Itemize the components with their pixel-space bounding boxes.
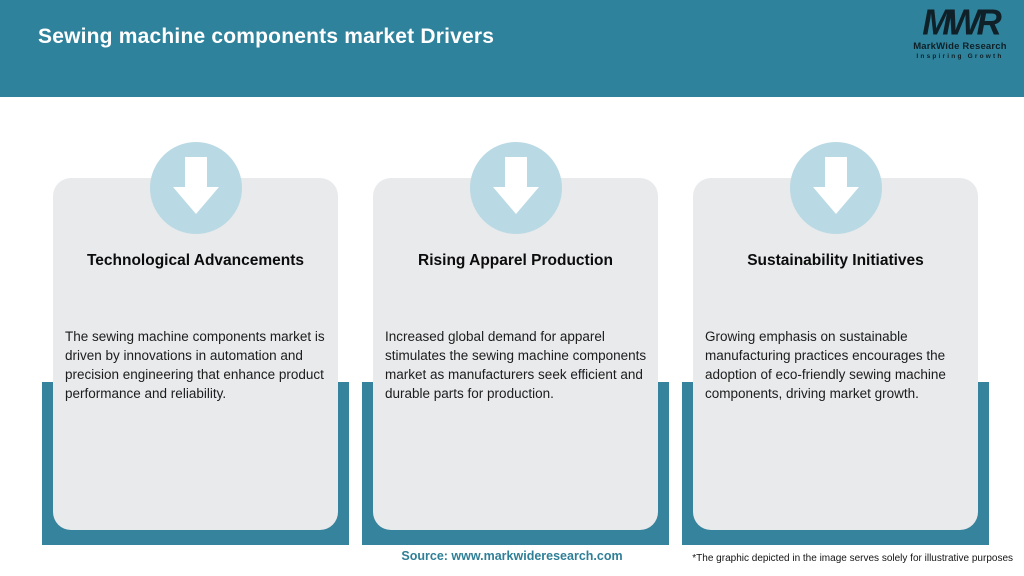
down-arrow-icon bbox=[172, 157, 219, 214]
driver-card-sustainability-initiatives: Sustainability Initiatives Growing empha… bbox=[682, 142, 989, 545]
card-title: Rising Apparel Production bbox=[418, 252, 613, 269]
page-title: Sewing machine components market Drivers bbox=[38, 25, 495, 48]
driver-card-rising-apparel-production: Rising Apparel Production Increased glob… bbox=[362, 142, 669, 545]
down-arrow-badge bbox=[149, 142, 242, 234]
disclaimer-text: *The graphic depicted in the image serve… bbox=[692, 553, 1013, 564]
logo-mark-icon: MWR bbox=[922, 2, 1001, 43]
header-bar: Sewing machine components market Drivers… bbox=[0, 0, 1024, 97]
markwide-research-logo: MWR MarkWide Research Inspiring Growth bbox=[908, 2, 1012, 60]
source-text: Source: www.markwideresearch.com bbox=[401, 549, 623, 563]
card-body-text: Growing emphasis on sustainable manufact… bbox=[705, 329, 946, 401]
card-body-text: The sewing machine components market is … bbox=[65, 329, 325, 401]
card-panel: Sustainability Initiatives Growing empha… bbox=[693, 178, 978, 530]
down-arrow-icon bbox=[812, 157, 859, 214]
logo-tagline: Inspiring Growth bbox=[916, 52, 1004, 60]
card-panel: Technological Advancements The sewing ma… bbox=[53, 178, 338, 530]
card-title: Technological Advancements bbox=[86, 252, 305, 269]
driver-card-technological-advancements: Technological Advancements The sewing ma… bbox=[42, 142, 349, 545]
card-body-text: Increased global demand for apparel stim… bbox=[385, 329, 647, 401]
down-arrow-badge bbox=[789, 142, 882, 234]
card-title: Sustainability Initiatives bbox=[747, 252, 924, 269]
logo-name: MarkWide Research bbox=[913, 41, 1007, 52]
down-arrow-icon bbox=[492, 157, 539, 214]
card-panel: Rising Apparel Production Increased glob… bbox=[373, 178, 658, 530]
down-arrow-badge bbox=[469, 142, 562, 234]
